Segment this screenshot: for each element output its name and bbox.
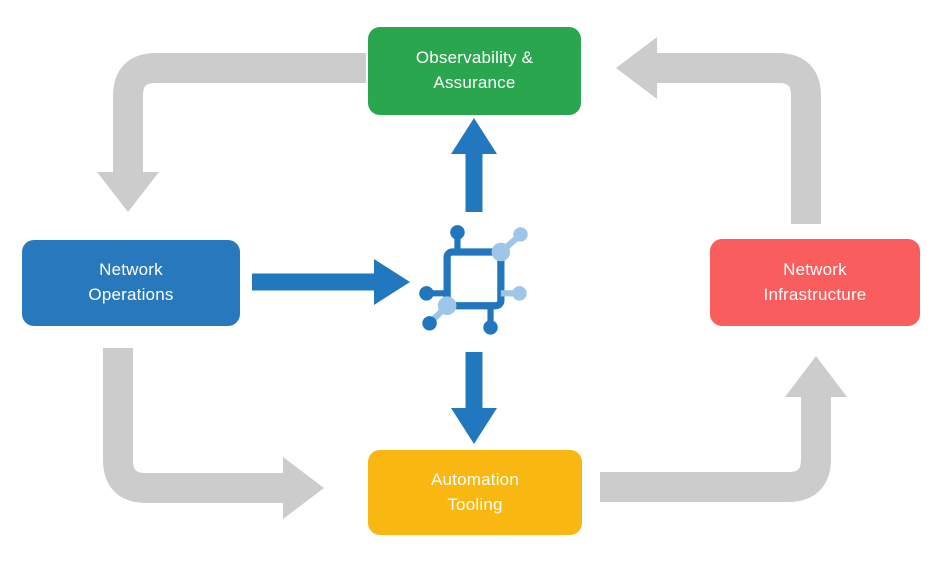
network-nodes-icon bbox=[419, 225, 528, 335]
arrow-observability-to-operations bbox=[97, 53, 366, 212]
node-operations-label: Network Operations bbox=[88, 260, 174, 304]
arrow-operations-to-tooling bbox=[103, 348, 324, 519]
node-tooling-label: Automation Tooling bbox=[431, 469, 519, 514]
arrow-infrastructure-to-observability bbox=[616, 37, 821, 224]
node-network-operations: Network Operations bbox=[22, 240, 240, 326]
node-automation-tooling: Automation Tooling bbox=[368, 450, 582, 535]
node-observability-label: Observability & Assurance bbox=[415, 48, 534, 92]
node-observability-assurance: Observability & Assurance bbox=[368, 27, 581, 115]
arrow-tooling-to-infrastructure bbox=[600, 356, 847, 502]
arrow-center-to-tooling bbox=[451, 352, 497, 444]
arrow-operations-to-center bbox=[252, 259, 410, 305]
arrow-center-to-observability bbox=[451, 118, 497, 212]
node-infrastructure-label: Network Infrastructure bbox=[763, 259, 867, 304]
node-network-infrastructure: Network Infrastructure bbox=[710, 239, 920, 326]
